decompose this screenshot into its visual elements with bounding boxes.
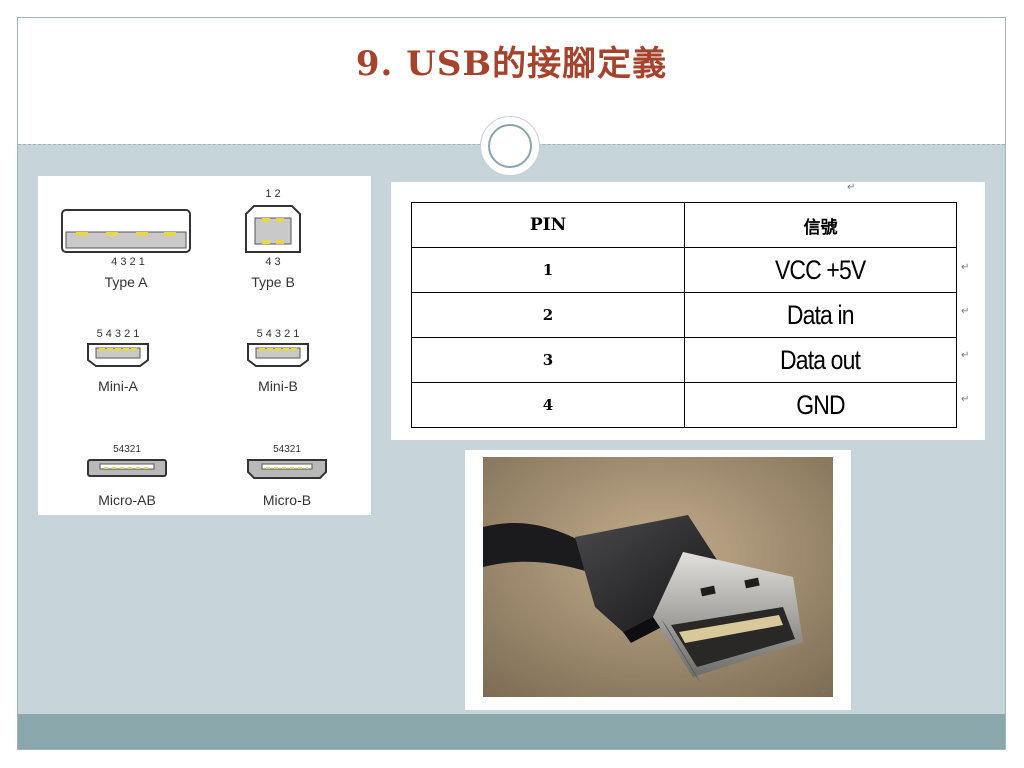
usb-connector-diagram: 4 3 2 1 Type A 1 2 4 3 Type B 5 4 3 2 1 … — [38, 176, 371, 515]
usb-plug-photo: ↵ — [465, 450, 851, 710]
slide-footer-bar — [18, 714, 1005, 749]
mini-a-pin-numbers: 5 4 3 2 1 — [96, 328, 140, 340]
type-b-connector-icon — [245, 205, 301, 253]
return-mark-icon: ↵ — [961, 262, 970, 273]
signal-text: Data out — [780, 344, 862, 375]
micro-ab-connector-icon — [87, 459, 167, 477]
table-row: 2 Data in — [411, 292, 957, 338]
mini-a-label: Mini-A — [98, 378, 138, 394]
pin-cell: 3 — [411, 337, 685, 383]
table-row: 1 VCC +5V — [411, 247, 957, 293]
signal-text: GND — [796, 389, 845, 420]
signal-cell: VCC +5V — [684, 247, 957, 293]
type-b-pin-numbers-bottom: 4 3 — [265, 256, 281, 268]
header-pin: PIN — [411, 202, 685, 248]
pin-table-panel: ↵ PIN 信號 1 VCC +5V 2 Data in 3 Data out … — [391, 182, 985, 440]
signal-text: Data in — [787, 299, 855, 330]
signal-cell: Data in — [684, 292, 957, 338]
micro-b-connector-icon — [247, 459, 327, 479]
connector-drawings — [61, 205, 327, 479]
mini-b-label: Mini-B — [258, 378, 298, 394]
slide-title: 9. USB的接腳定義 — [355, 44, 668, 84]
table-row: 3 Data out — [411, 337, 957, 383]
usb-plug-image — [483, 457, 833, 697]
header-signal: 信號 — [684, 202, 957, 248]
pin-definition-table: PIN 信號 1 VCC +5V 2 Data in 3 Data out 4 … — [411, 202, 957, 428]
signal-cell: Data out — [684, 337, 957, 383]
mini-b-pin-numbers: 5 4 3 2 1 — [256, 328, 300, 340]
micro-b-label: Micro-B — [262, 492, 312, 508]
type-a-label: Type A — [104, 274, 148, 290]
pin-cell: 4 — [411, 382, 685, 428]
type-a-pin-numbers: 4 3 2 1 — [111, 256, 145, 268]
return-mark-icon: ↵ — [961, 306, 970, 317]
mini-b-connector-icon — [247, 343, 309, 367]
micro-b-pin-numbers: 54321 — [273, 444, 301, 455]
mini-a-connector-icon — [87, 343, 149, 367]
pin-cell: 2 — [411, 292, 685, 338]
table-row: 4 GND — [411, 382, 957, 428]
signal-text: VCC +5V — [775, 254, 866, 285]
type-b-label: Type B — [251, 274, 295, 290]
return-mark-icon: ↵ — [961, 394, 970, 405]
type-b-pin-numbers-top: 1 2 — [265, 188, 281, 200]
micro-ab-label: Micro-AB — [98, 492, 156, 508]
return-mark-icon: ↵ — [821, 686, 830, 697]
pin-cell: 1 — [411, 247, 685, 293]
return-mark-icon: ↵ — [847, 182, 856, 193]
slide: 9. USB的接腳定義 — [17, 17, 1006, 750]
decorative-circle-icon — [480, 116, 540, 176]
return-mark-icon: ↵ — [961, 350, 970, 361]
signal-cell: GND — [684, 382, 957, 428]
decorative-circle-inner — [488, 124, 532, 168]
table-header-row: PIN 信號 — [411, 202, 957, 248]
type-a-connector-icon — [61, 209, 191, 253]
micro-ab-pin-numbers: 54321 — [113, 444, 141, 455]
